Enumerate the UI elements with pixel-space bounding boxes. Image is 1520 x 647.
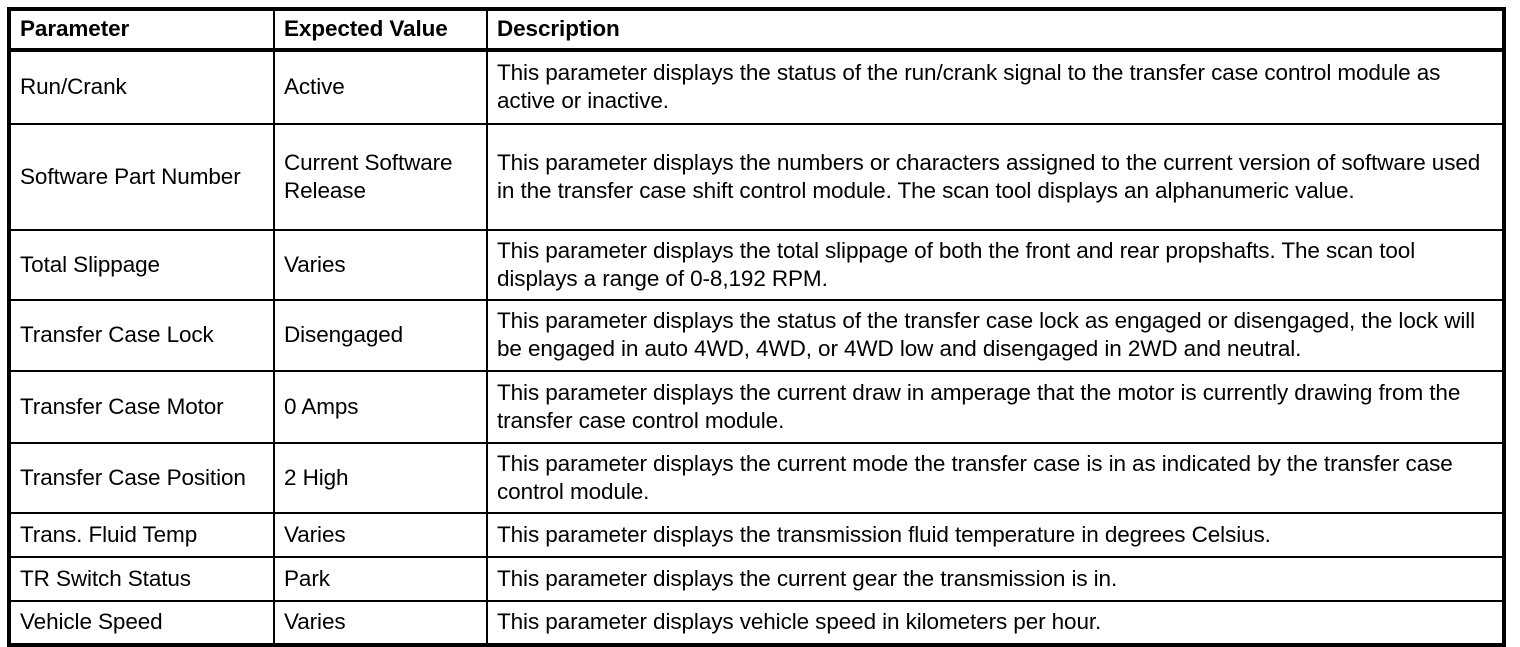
column-header-parameter: Parameter	[8, 7, 275, 53]
table-header-row: Parameter Expected Value Description	[8, 7, 1505, 53]
cell-parameter: Run/Crank	[8, 49, 275, 126]
cell-parameter: Software Part Number	[8, 123, 275, 232]
parameter-description-table: Parameter Expected Value Description Run…	[7, 7, 1506, 647]
table-row: Vehicle Speed Varies This parameter disp…	[8, 600, 1505, 647]
cell-expected-value: Varies	[273, 600, 488, 647]
table-row: Software Part Number Current Software Re…	[8, 123, 1505, 232]
cell-description: This parameter displays the current mode…	[486, 442, 1505, 515]
cell-expected-value: Disengaged	[273, 299, 488, 373]
table-row: Transfer Case Lock Disengaged This param…	[8, 299, 1505, 373]
cell-description: This parameter displays the status of th…	[486, 49, 1505, 126]
cell-expected-value: Varies	[273, 512, 488, 559]
cell-description: This parameter displays the current gear…	[486, 556, 1505, 603]
table-row: Transfer Case Motor 0 Amps This paramete…	[8, 370, 1505, 445]
table-row: Run/Crank Active This parameter displays…	[8, 49, 1505, 126]
cell-expected-value: 2 High	[273, 442, 488, 515]
table-row: Transfer Case Position 2 High This param…	[8, 442, 1505, 515]
cell-parameter: Transfer Case Position	[8, 442, 275, 515]
cell-expected-value: Active	[273, 49, 488, 126]
cell-parameter: Transfer Case Motor	[8, 370, 275, 445]
table-body: Run/Crank Active This parameter displays…	[8, 49, 1505, 647]
cell-parameter: TR Switch Status	[8, 556, 275, 603]
column-header-expected-value: Expected Value	[273, 7, 488, 53]
column-header-description: Description	[486, 7, 1505, 53]
cell-description: This parameter displays the status of th…	[486, 299, 1505, 373]
cell-parameter: Transfer Case Lock	[8, 299, 275, 373]
table-row: Trans. Fluid Temp Varies This parameter …	[8, 512, 1505, 559]
cell-expected-value: Park	[273, 556, 488, 603]
cell-description: This parameter displays the total slippa…	[486, 229, 1505, 302]
cell-expected-value: Current Software Release	[273, 123, 488, 232]
table-row: Total Slippage Varies This parameter dis…	[8, 229, 1505, 302]
cell-expected-value: 0 Amps	[273, 370, 488, 445]
cell-description: This parameter displays the numbers or c…	[486, 123, 1505, 232]
cell-parameter: Vehicle Speed	[8, 600, 275, 647]
cell-description: This parameter displays vehicle speed in…	[486, 600, 1505, 647]
cell-description: This parameter displays the current draw…	[486, 370, 1505, 445]
cell-parameter: Total Slippage	[8, 229, 275, 302]
table-header: Parameter Expected Value Description	[8, 7, 1505, 53]
cell-description: This parameter displays the transmission…	[486, 512, 1505, 559]
table-row: TR Switch Status Park This parameter dis…	[8, 556, 1505, 603]
cell-expected-value: Varies	[273, 229, 488, 302]
cell-parameter: Trans. Fluid Temp	[8, 512, 275, 559]
